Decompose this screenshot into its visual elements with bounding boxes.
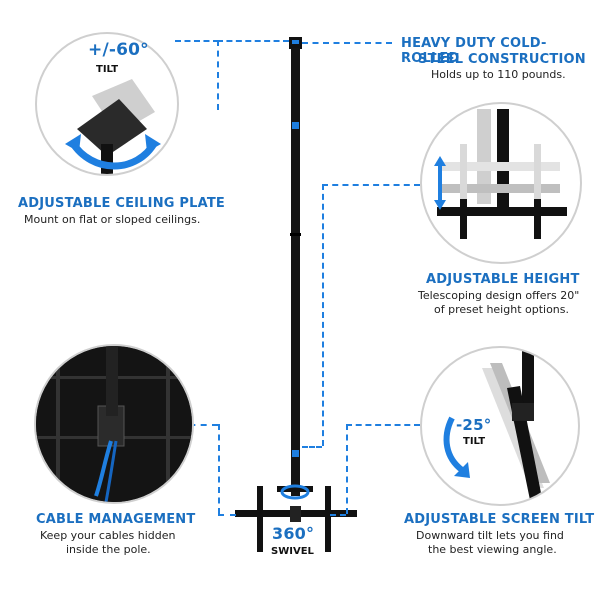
connector-screen-b [330, 514, 346, 516]
screen-tilt-title: ADJUSTABLE SCREEN TILT [404, 512, 595, 527]
cable-desc-2: inside the pole. [66, 543, 151, 556]
connector-height-b [302, 446, 322, 448]
screen-tilt-desc-1: Downward tilt lets you find [416, 529, 564, 542]
screen-tilt-value: -25° [456, 416, 492, 434]
connector-screen-v [346, 424, 348, 514]
connector-ceiling-2 [217, 40, 289, 42]
connector-screen [346, 424, 420, 426]
swivel-value: 360° [272, 524, 315, 543]
screen-tilt-label: TILT [463, 436, 486, 447]
steel-title-2: STEEL CONSTRUCTION [418, 52, 586, 67]
height-title: ADJUSTABLE HEIGHT [426, 272, 580, 287]
ceiling-plate-title: ADJUSTABLE CEILING PLATE [18, 196, 225, 211]
tilt-top-label: TILT [96, 64, 119, 75]
tilt-top-value: +/-60° [88, 40, 149, 60]
connector-height-v [322, 184, 324, 446]
cable-circle [34, 344, 194, 504]
height-desc-2: of preset height options. [434, 303, 570, 316]
height-desc-1: Telescoping design offers 20" [418, 289, 580, 302]
height-circle [420, 102, 582, 264]
steel-desc: Holds up to 110 pounds. [431, 68, 566, 81]
steel-title-1: HEAVY DUTY COLD-ROLLED [401, 36, 547, 66]
swivel-label: SWIVEL [271, 546, 314, 557]
screen-tilt-desc-2: the best viewing angle. [428, 543, 557, 556]
cable-desc-1: Keep your cables hidden [40, 529, 176, 542]
connector-height [322, 184, 420, 186]
screen-tilt-circle [420, 346, 580, 506]
connector-ceiling [175, 40, 219, 110]
ceiling-plate-desc: Mount on flat or sloped ceilings. [24, 213, 201, 226]
connector-cable [178, 424, 218, 426]
connector-cable-b [218, 514, 236, 516]
connector-cable-v [218, 424, 220, 514]
ceiling-plate-circle [35, 32, 179, 176]
connector-steel [302, 42, 392, 44]
cable-title: CABLE MANAGEMENT [36, 512, 196, 527]
